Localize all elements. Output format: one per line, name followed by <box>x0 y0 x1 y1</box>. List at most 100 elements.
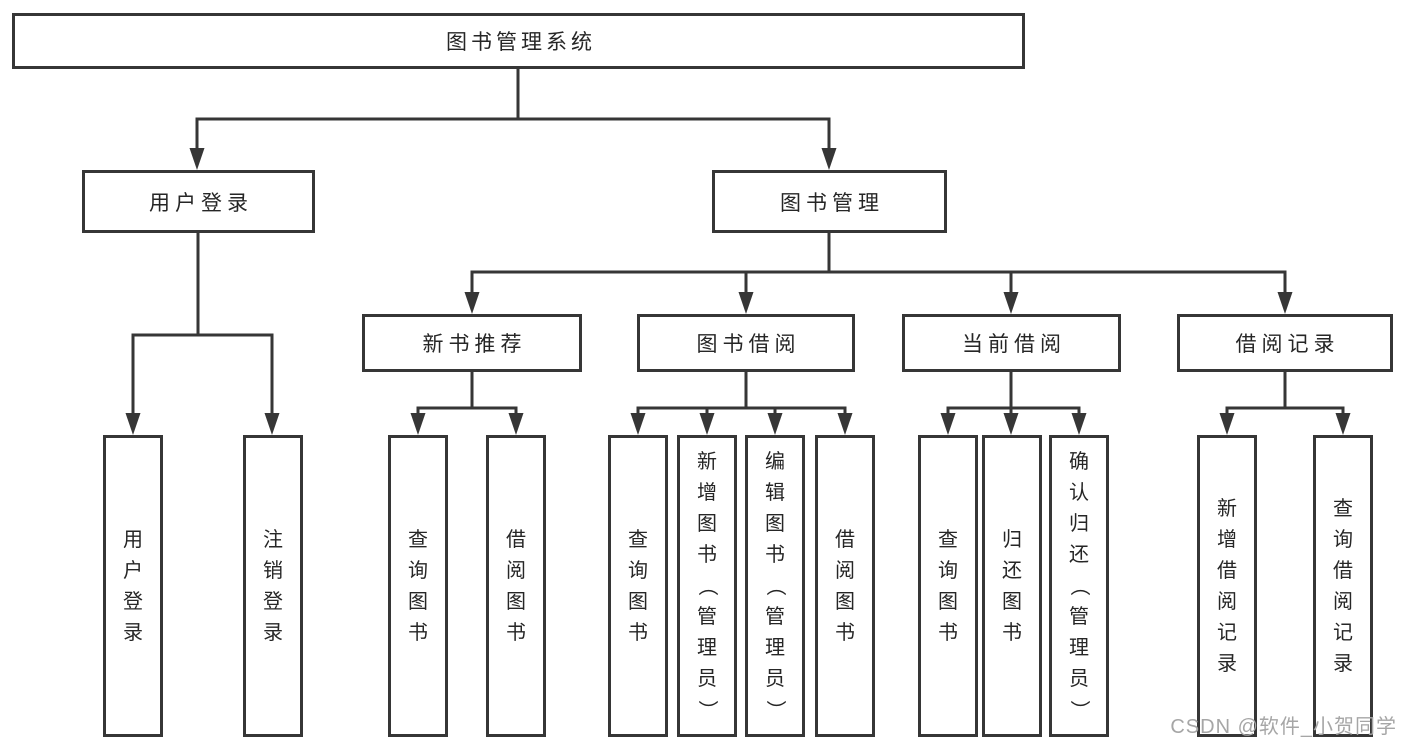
leaf-add-borrow-record: 新增借阅记录 <box>1197 435 1257 737</box>
arrowhead <box>821 148 837 170</box>
arrowhead <box>189 148 205 170</box>
arrowhead <box>410 413 426 435</box>
node-label: 图书借阅 <box>696 333 801 356</box>
arrowhead <box>738 292 754 314</box>
node-label: 查询图书 <box>628 438 648 734</box>
vertical-char: 书 <box>628 621 648 644</box>
node-label: 查询图书 <box>938 438 958 734</box>
vertical-char: 图 <box>1002 590 1022 613</box>
vertical-char: 记 <box>1217 621 1237 644</box>
leaf-logout: 注销登录 <box>243 435 303 737</box>
vertical-char: 询 <box>408 559 428 582</box>
arrowhead <box>1003 413 1019 435</box>
vertical-char: 编 <box>765 451 785 473</box>
vertical-char: 查 <box>1333 497 1353 520</box>
node-label: 归还图书 <box>1002 438 1022 734</box>
arrowhead <box>699 413 715 435</box>
vertical-char: 员 <box>697 668 717 690</box>
node-new-book-recommend: 新书推荐 <box>362 314 582 372</box>
vertical-char: 管 <box>765 606 785 628</box>
vertical-char: 书 <box>408 621 428 644</box>
vertical-char: 阅 <box>1217 590 1237 613</box>
vertical-char: 新 <box>1217 497 1237 520</box>
vertical-char: 记 <box>1333 621 1353 644</box>
leaf-query-books-recommend: 查询图书 <box>388 435 448 737</box>
vertical-char: 图 <box>506 590 526 613</box>
node-user-login: 用户登录 <box>82 170 315 233</box>
vertical-char: 销 <box>263 559 283 582</box>
node-label: 查询图书 <box>408 438 428 734</box>
vertical-char: 确 <box>1069 451 1089 473</box>
vertical-char: 录 <box>1333 652 1353 675</box>
vertical-char: 理 <box>765 637 785 659</box>
vertical-char: 图 <box>697 513 717 535</box>
arrowheads <box>125 148 1351 435</box>
leaf-return-books: 归还图书 <box>982 435 1042 737</box>
connector-borrow-to-leaves <box>636 370 847 418</box>
vertical-char: 增 <box>1217 528 1237 551</box>
vertical-char: 登 <box>263 590 283 613</box>
connector-record-to-leaves <box>1225 370 1345 418</box>
arrowhead <box>264 413 280 435</box>
vertical-char: 书 <box>835 621 855 644</box>
arrowhead <box>630 413 646 435</box>
node-label: 注销登录 <box>263 438 283 734</box>
node-label: 借阅图书 <box>506 438 526 734</box>
arrowhead <box>837 413 853 435</box>
vertical-char: 理 <box>1069 637 1089 659</box>
leaf-add-books-admin: 新增图书（管理员） <box>677 435 737 737</box>
vertical-char: 还 <box>1002 559 1022 582</box>
node-label: 用户登录 <box>123 438 143 734</box>
node-library-management-system: 图书管理系统 <box>12 13 1025 69</box>
leaf-user-login: 用户登录 <box>103 435 163 737</box>
vertical-char: 录 <box>1217 652 1237 675</box>
vertical-char: 书 <box>506 621 526 644</box>
arrowhead <box>1003 292 1019 314</box>
vertical-char: 理 <box>697 637 717 659</box>
vertical-char: 书 <box>1002 621 1022 644</box>
csdn-watermark: CSDN @软件_小贺同学 <box>1170 716 1397 738</box>
vertical-char: ） <box>1068 700 1090 720</box>
node-label: 编辑图书（管理员） <box>764 438 786 734</box>
vertical-char: 书 <box>765 544 785 566</box>
leaf-confirm-return-admin: 确认归还（管理员） <box>1049 435 1109 737</box>
vertical-char: 阅 <box>835 559 855 582</box>
leaf-borrow-books: 借阅图书 <box>815 435 875 737</box>
vertical-char: 新 <box>697 451 717 473</box>
vertical-char: 员 <box>1069 668 1089 690</box>
leaf-query-borrow-record: 查询借阅记录 <box>1313 435 1373 737</box>
vertical-char: 户 <box>123 559 143 582</box>
vertical-char: （ <box>696 576 718 596</box>
vertical-char: 归 <box>1069 513 1089 535</box>
vertical-char: 借 <box>1217 559 1237 582</box>
vertical-char: 管 <box>697 606 717 628</box>
vertical-char: 查 <box>408 528 428 551</box>
leaf-edit-books-admin: 编辑图书（管理员） <box>745 435 805 737</box>
node-label: 图书管理系统 <box>446 31 596 54</box>
node-book-borrow: 图书借阅 <box>637 314 855 372</box>
vertical-char: 询 <box>938 559 958 582</box>
vertical-char: （ <box>764 576 786 596</box>
vertical-char: 认 <box>1069 482 1089 504</box>
leaf-query-books-current: 查询图书 <box>918 435 978 737</box>
vertical-char: 增 <box>697 482 717 504</box>
vertical-char: 注 <box>263 528 283 551</box>
vertical-char: 录 <box>263 621 283 644</box>
node-label: 借阅记录 <box>1235 333 1340 356</box>
vertical-char: 询 <box>1333 528 1353 551</box>
arrowhead <box>1071 413 1087 435</box>
vertical-char: 归 <box>1002 528 1022 551</box>
node-label: 新增借阅记录 <box>1217 438 1237 734</box>
vertical-char: 借 <box>506 528 526 551</box>
vertical-char: 查 <box>628 528 648 551</box>
connector-root-to-level2 <box>195 67 831 153</box>
vertical-char: 阅 <box>1333 590 1353 613</box>
vertical-char: 用 <box>123 528 143 551</box>
arrowhead <box>508 413 524 435</box>
node-borrow-record: 借阅记录 <box>1177 314 1393 372</box>
vertical-char: 录 <box>123 621 143 644</box>
connector-recommend-to-leaves <box>416 370 518 418</box>
vertical-char: 还 <box>1069 544 1089 566</box>
vertical-char: 图 <box>408 590 428 613</box>
